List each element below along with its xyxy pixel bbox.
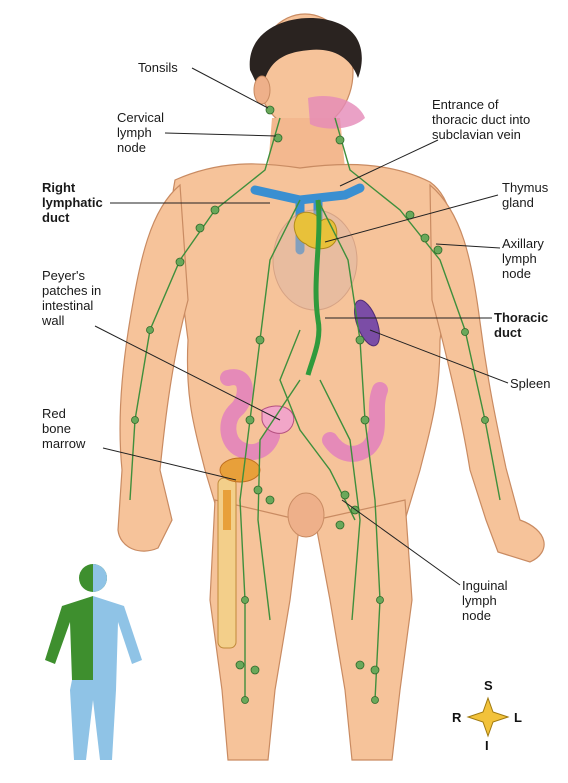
- label-thymus-gland: Thymus gland: [502, 180, 548, 210]
- compass-star: [468, 698, 508, 736]
- label-red-bone-marrow: Red bone marrow: [42, 406, 85, 451]
- mini-body-drainage-map: [45, 564, 142, 760]
- label-cervical-lymph-node: Cervical lymph node: [117, 110, 164, 155]
- label-axillary-lymph-node: Axillary lymph node: [502, 236, 544, 281]
- mini-head-left: [93, 564, 107, 592]
- label-peyers-patches: Peyer's patches in intestinal wall: [42, 268, 101, 328]
- left-leg: [315, 500, 412, 760]
- label-right-lymphatic-duct: Right lymphatic duct: [42, 180, 103, 225]
- label-inguinal-lymph-node: Inguinal lymph node: [462, 578, 508, 623]
- label-entrance-thoracic-duct: Entrance of thoracic duct into subclavia…: [432, 97, 530, 142]
- compass-inferior: I: [485, 738, 489, 753]
- leader-cervical: [165, 133, 276, 136]
- label-thoracic-duct: Thoracic duct: [494, 310, 548, 340]
- compass-left: L: [514, 710, 522, 725]
- femur-head: [220, 458, 260, 482]
- compass-right: R: [452, 710, 461, 725]
- ear: [254, 76, 270, 104]
- mini-right-upper: [45, 596, 93, 680]
- label-tonsils: Tonsils: [138, 60, 178, 75]
- groin: [288, 493, 324, 537]
- marrow-core: [223, 490, 231, 530]
- label-spleen: Spleen: [510, 376, 550, 391]
- orientation-compass: [468, 698, 508, 736]
- compass-superior: S: [484, 678, 493, 693]
